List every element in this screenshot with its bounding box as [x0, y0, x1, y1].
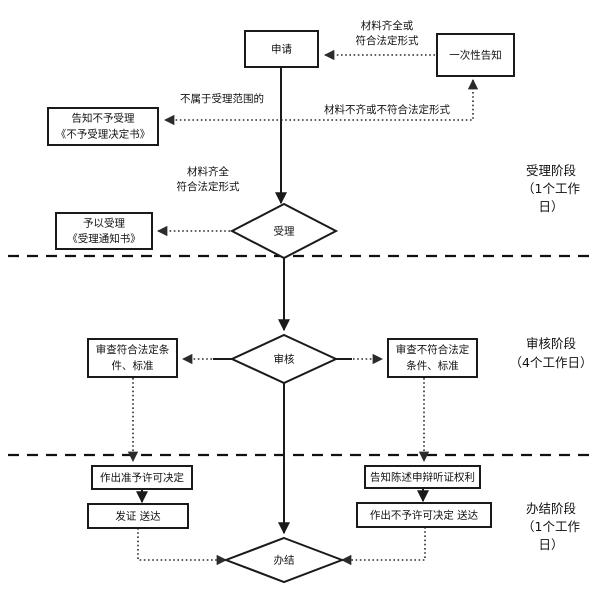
node-apply-label: 申请: [271, 43, 292, 56]
node-one-time-notice[interactable]: 一次性告知: [436, 33, 515, 77]
node-review-conform[interactable]: 审查符合法定条 件、标准: [87, 338, 178, 378]
node-no-acceptance-notice[interactable]: 告知不予受理 《不予受理决定书》: [47, 107, 159, 146]
node-done-label: 办结: [274, 554, 295, 567]
node-shouli[interactable]: 受理: [229, 202, 339, 260]
node-review-nonconform-shape: [387, 338, 478, 378]
edge-issue-to-done: [137, 528, 228, 566]
node-no-acceptance-notice-line1: 告知不予受理: [72, 112, 135, 125]
stage-review-line1: 审核阶段: [526, 336, 576, 351]
node-acceptance-notice-line1: 予以受理: [83, 218, 125, 230]
node-no-acceptance-notice-line2: 《不予受理决定书》: [56, 128, 151, 141]
node-notify-hearing-rights-label: 告知陈述申辩听证权利: [370, 471, 475, 484]
node-no-acceptance-notice-shape: [47, 107, 159, 146]
node-apply[interactable]: 申请: [244, 30, 319, 68]
node-issue-deliver-shape: [87, 503, 189, 529]
stage-acceptance-line2: （1个工作: [522, 181, 580, 196]
node-review-conform-line1: 审查符合法定条: [96, 343, 170, 356]
node-notify-hearing-rights[interactable]: 告知陈述申辩听证权利: [364, 465, 481, 489]
stage-label-acceptance: 受理阶段 （1个工作 日）: [522, 163, 580, 214]
node-review-nonconform[interactable]: 审查不符合法定 条件、标准: [387, 338, 478, 378]
node-acceptance-notice[interactable]: 予以受理 《受理通知书》: [55, 212, 153, 250]
stage-acceptance-line3: 日）: [538, 199, 563, 214]
stage-closing-line1: 办结阶段: [526, 501, 576, 516]
edge-label-materials-full-line2: 符合法定形式: [177, 180, 240, 193]
stage-review-line2: （4个工作日）: [510, 355, 593, 370]
edge-label-materials-bad-line1: 材料不齐或不符合法定形式: [324, 103, 450, 116]
stage-closing-line3: 日）: [538, 537, 563, 552]
edge-deny-to-done: [340, 527, 426, 566]
node-grant-decision[interactable]: 作出准予许可决定: [91, 465, 193, 490]
node-done-shape: [223, 536, 345, 584]
node-grant-decision-label: 作出准予许可决定: [100, 471, 184, 484]
node-review-conform-shape: [87, 338, 178, 378]
node-grant-decision-shape: [91, 465, 193, 490]
edge-apply-to-onetime: [281, 78, 479, 121]
edge-label-materials-ok-line2: 符合法定形式: [356, 34, 419, 47]
stage-acceptance-line1: 受理阶段: [526, 163, 576, 178]
edge-label-materials-full-line1: 材料齐全: [187, 165, 229, 178]
node-shenhe[interactable]: 审核: [229, 333, 339, 385]
node-shenhe-shape: [229, 333, 339, 385]
node-shouli-label: 受理: [274, 226, 295, 238]
edge-label-materials-ok-line1: 材料齐全或: [361, 19, 414, 32]
node-deny-decision-deliver-shape: [356, 502, 492, 528]
node-acceptance-notice-line2: 《受理通知书》: [67, 232, 141, 245]
edge-label-out-of-scope-line1: 不属于受理范围的: [180, 92, 264, 105]
node-review-nonconform-line2: 条件、标准: [406, 359, 459, 372]
node-notify-hearing-rights-shape: [364, 465, 481, 489]
node-deny-decision-deliver[interactable]: 作出不予许可决定 送达: [356, 502, 492, 528]
edge-label-out-of-scope: 不属于受理范围的: [180, 92, 264, 105]
node-review-conform-line2: 件、标准: [112, 360, 154, 372]
node-issue-deliver[interactable]: 发证 送达: [87, 503, 189, 529]
node-deny-decision-deliver-label: 作出不予许可决定 送达: [370, 509, 479, 522]
edge-label-materials-full-conform: 材料齐全 符合法定形式: [177, 165, 240, 193]
node-one-time-notice-label: 一次性告知: [449, 49, 502, 62]
stage-label-review: 审核阶段 （4个工作日）: [510, 336, 593, 370]
node-shouli-shape: [229, 202, 339, 260]
node-shenhe-label: 审核: [274, 353, 295, 366]
node-done[interactable]: 办结: [223, 536, 345, 584]
stage-label-closing: 办结阶段 （1个工作 日）: [522, 501, 580, 552]
node-acceptance-notice-shape: [55, 212, 153, 250]
node-apply-shape: [244, 30, 319, 68]
node-one-time-notice-shape: [436, 33, 515, 77]
edge-label-materials-complete-or-conform: 材料齐全或 符合法定形式: [356, 19, 419, 47]
edge-label-materials-incomplete: 材料不齐或不符合法定形式: [324, 103, 450, 116]
stage-closing-line2: （1个工作: [522, 519, 580, 534]
node-issue-deliver-label: 发证 送达: [115, 510, 161, 523]
node-review-nonconform-line1: 审查不符合法定: [396, 343, 470, 356]
